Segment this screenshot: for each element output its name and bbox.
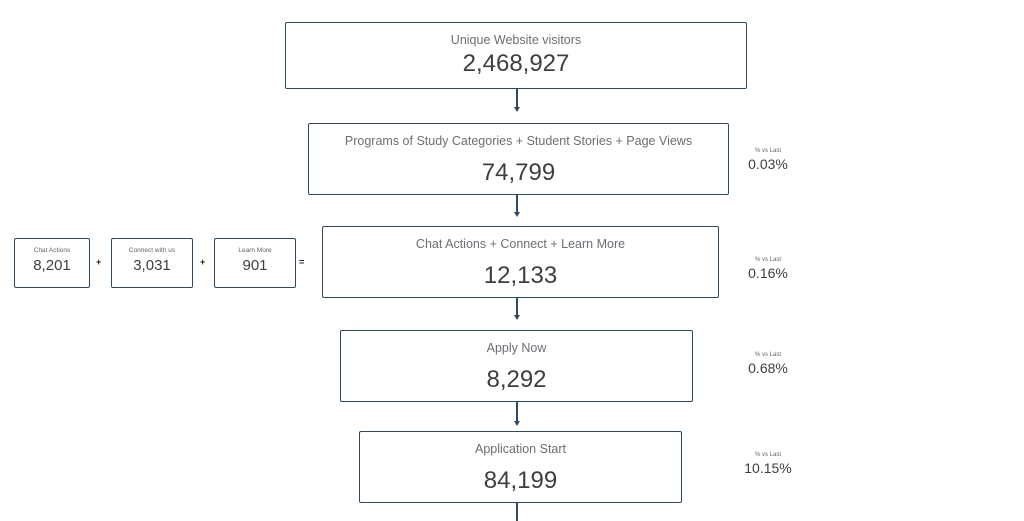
stat-label: % vs Last [754,148,781,154]
connector-line [516,89,518,107]
component-value: 8,201 [33,256,71,274]
component-chat-actions: Chat Actions 8,201 [14,238,90,288]
stat-value: 0.68% [748,360,788,376]
stage-value: 84,199 [483,466,558,494]
component-label: Connect with us [128,247,176,254]
pct-vs-last-stage-5: % vs Last 10.15% [733,452,803,475]
funnel-stage-programs-of-study: Programs of Study Categories + Student S… [308,123,729,195]
funnel-stage-apply-now: Apply Now 8,292 [340,330,693,402]
stage-value: 2,468,927 [462,49,570,77]
funnel-stage-unique-visitors: Unique Website visitors 2,468,927 [285,22,747,89]
connector-line [516,402,518,421]
connector-line [516,195,518,212]
pct-vs-last-stage-3: % vs Last 0.16% [733,257,803,280]
stage-label: Apply Now [486,341,547,355]
arrow-down-icon [514,107,520,112]
component-learn-more: Learn More 901 [214,238,296,288]
component-label: Chat Actions [33,247,71,254]
arrow-down-icon [514,315,520,320]
plus-operator: + [200,257,206,267]
component-connect-with-us: Connect with us 3,031 [111,238,193,288]
equals-operator: = [299,257,305,267]
stage-label: Chat Actions + Connect + Learn More [415,237,626,251]
component-value: 901 [242,256,268,274]
stat-value: 0.16% [748,265,788,281]
arrow-down-icon [514,212,520,217]
funnel-stage-application-start: Application Start 84,199 [359,431,682,503]
stat-value: 10.15% [744,460,792,476]
stage-value: 8,292 [486,365,547,393]
stage-label: Programs of Study Categories + Student S… [344,134,693,148]
stat-value: 0.03% [748,156,788,172]
stat-label: % vs Last [754,257,781,263]
connector-line [516,298,518,315]
stat-label: % vs Last [754,452,781,458]
stage-value: 74,799 [481,158,556,186]
pct-vs-last-stage-2: % vs Last 0.03% [733,148,803,171]
stage-label: Unique Website visitors [450,33,582,47]
component-label: Learn More [238,247,272,254]
funnel-stage-chat-connect-learn: Chat Actions + Connect + Learn More 12,1… [322,226,719,298]
pct-vs-last-stage-4: % vs Last 0.68% [733,352,803,375]
connector-line [516,503,518,521]
stage-label: Application Start [474,442,567,456]
component-value: 3,031 [133,256,171,274]
stage-value: 12,133 [483,261,558,289]
arrow-down-icon [514,421,520,426]
plus-operator: + [96,257,102,267]
stat-label: % vs Last [754,352,781,358]
